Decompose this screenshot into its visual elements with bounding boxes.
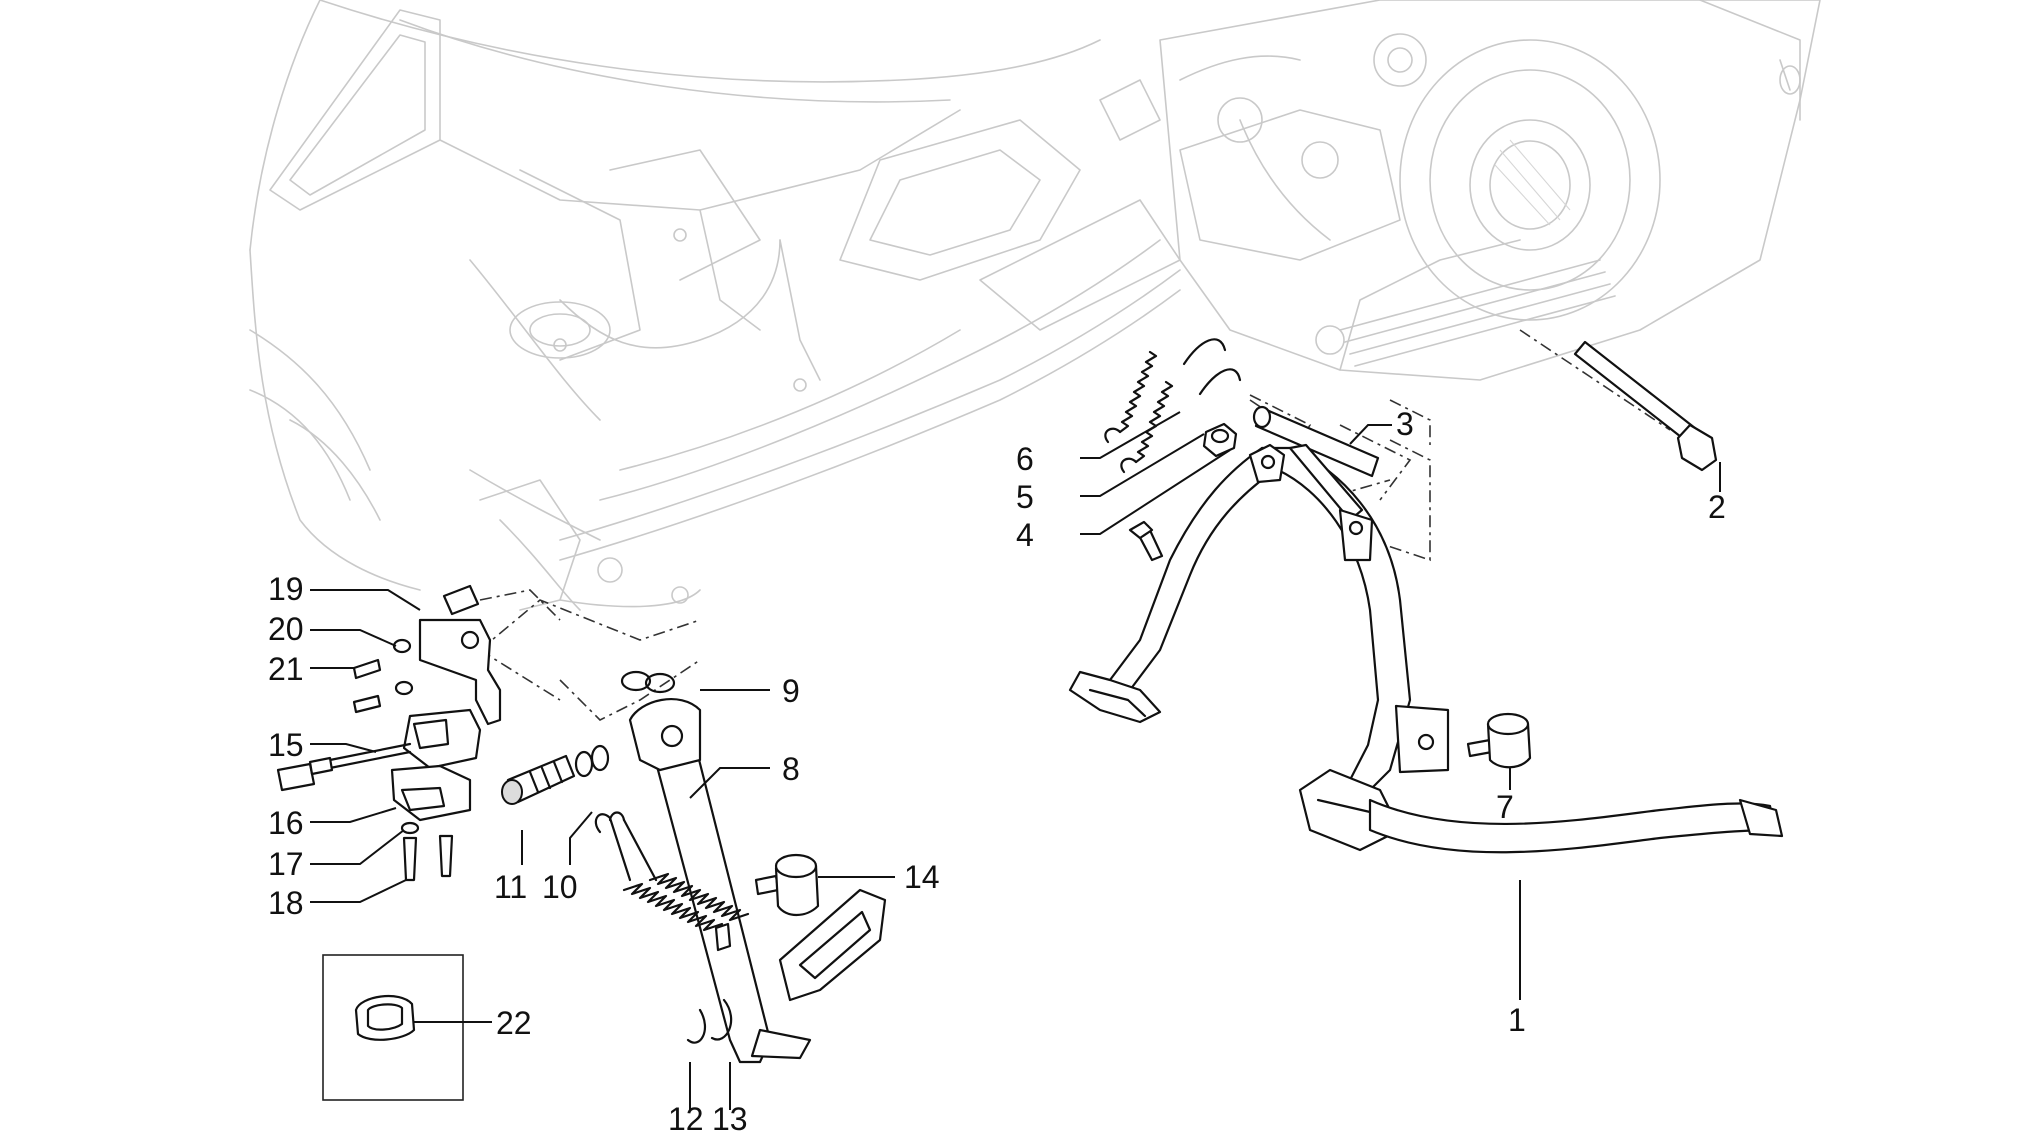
callout-13: 13 <box>712 1101 748 1134</box>
callout-20: 20 <box>268 611 304 647</box>
part-5-spring <box>1120 368 1242 474</box>
callout-7: 7 <box>1496 789 1514 825</box>
callout-4: 4 <box>1016 517 1034 553</box>
part-14-rubber-buffer <box>754 853 820 917</box>
part-13-spring <box>608 811 750 1041</box>
callout-16: 16 <box>268 805 304 841</box>
part-18-screw <box>402 834 454 882</box>
part-12-spring <box>594 813 724 1044</box>
part-1-center-stand <box>1068 443 1784 854</box>
part-8-side-stand <box>628 698 887 1064</box>
part-17-washer <box>400 821 420 835</box>
callout-2: 2 <box>1708 489 1726 525</box>
part-11-pivot-bolt <box>501 754 576 805</box>
part-6-spring <box>1104 338 1227 444</box>
callout-1: 1 <box>1508 1002 1526 1038</box>
callout-labels: 1 2 3 4 5 6 7 8 9 10 11 12 13 14 15 16 1… <box>268 406 1726 1134</box>
part-9-o-rings <box>620 670 676 694</box>
callout-10: 10 <box>542 869 578 905</box>
part-20-washer <box>392 638 414 696</box>
assembly-lines <box>479 329 1671 721</box>
part-21-screw <box>352 658 382 714</box>
callout-8: 8 <box>782 751 800 787</box>
part-2-bolt <box>1573 340 1718 472</box>
scooter-frame-background <box>249 0 1821 611</box>
callout-15: 15 <box>268 727 304 763</box>
part-19-bracket <box>418 584 502 726</box>
callout-11: 11 <box>494 869 527 905</box>
part-16-switch-cover <box>390 764 472 822</box>
callout-17: 17 <box>268 846 304 882</box>
part-3-pin <box>1252 405 1380 478</box>
part-22-detail-box <box>322 954 464 1101</box>
callout-14: 14 <box>904 859 940 895</box>
part-22-cable-clip <box>354 995 416 1041</box>
part-10-washers <box>574 744 610 778</box>
part-4-spacer <box>1202 422 1238 458</box>
callout-12: 12 <box>668 1101 704 1134</box>
callout-19: 19 <box>268 571 304 607</box>
callout-3: 3 <box>1396 406 1414 442</box>
leader-lines <box>310 411 1721 1110</box>
callout-21: 21 <box>268 651 304 687</box>
callout-18: 18 <box>268 885 304 921</box>
callout-9: 9 <box>782 673 800 709</box>
callout-22: 22 <box>496 1005 532 1041</box>
part-15-stand-switch <box>276 708 482 792</box>
callout-6: 6 <box>1016 441 1034 477</box>
part-7-rubber-buffer <box>1466 712 1532 769</box>
callout-5: 5 <box>1016 479 1034 515</box>
